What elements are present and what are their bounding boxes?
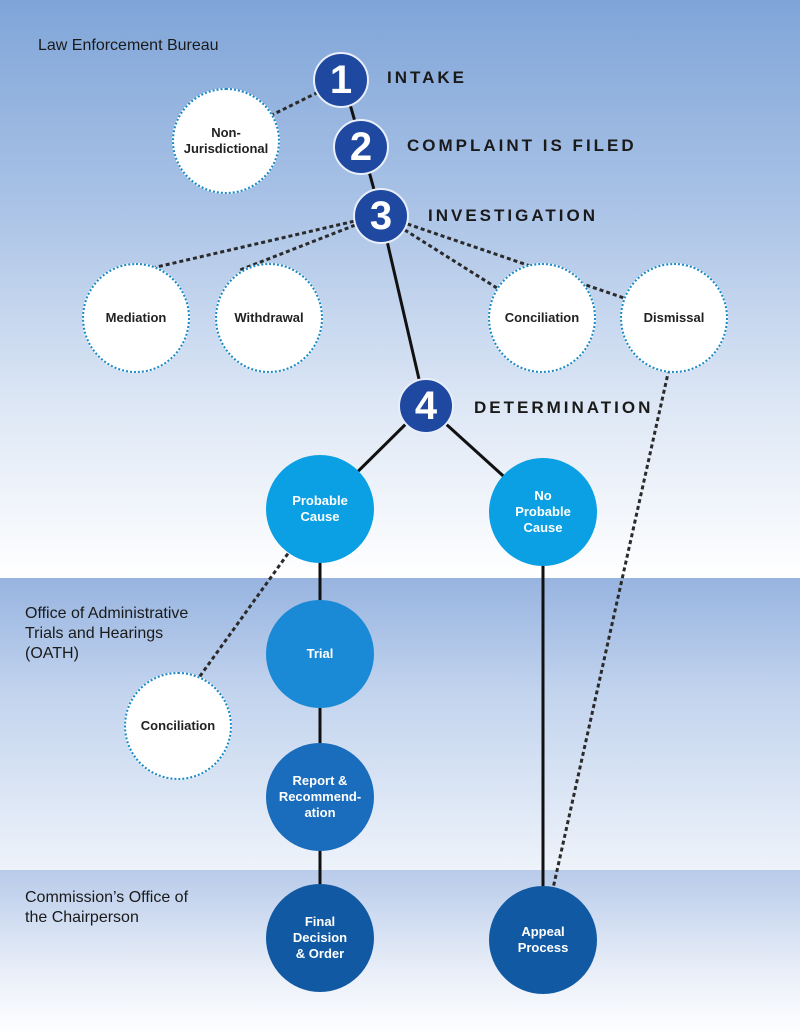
step-3-circle: 3 [353, 188, 409, 244]
section-label-law-enforcement: Law Enforcement Bureau [38, 37, 219, 54]
appeal-process-node: Appeal Process [489, 886, 597, 994]
section-label-oath: Office of Administrative Trials and Hear… [25, 605, 189, 662]
trial-node: Trial [266, 600, 374, 708]
dismissal-node: Dismissal [620, 263, 728, 373]
step-1-circle: 1 [313, 52, 369, 108]
step-3-label: INVESTIGATION [428, 206, 598, 225]
step-4-label: DETERMINATION [474, 398, 654, 417]
probable-cause-node: Probable Cause [266, 455, 374, 563]
final-decision-node: Final Decision & Order [266, 884, 374, 992]
step-1-label: INTAKE [387, 68, 468, 87]
step-2-circle: 2 [333, 119, 389, 175]
step-4-circle: 4 [398, 378, 454, 434]
conciliation-oath-node: Conciliation [124, 672, 232, 780]
line-3-4 [379, 214, 427, 406]
dotted-dismissal-appeal [550, 341, 677, 894]
chairperson-band [0, 870, 800, 1035]
mediation-node: Mediation [82, 263, 190, 373]
dotted-3-withdrawal [239, 213, 382, 272]
report-recommendation-node: Report & Recommend- ation [266, 743, 374, 851]
dotted-3-dismissal [380, 213, 666, 314]
dotted-3-mediation [134, 213, 382, 274]
conciliation-investigation-node: Conciliation [488, 263, 596, 373]
dotted-3-conciliation [380, 213, 536, 314]
withdrawal-node: Withdrawal [215, 263, 323, 373]
step-2-label: COMPLAINT IS FILED [407, 136, 637, 155]
no-probable-cause-node: No Probable Cause [489, 458, 597, 566]
non-jurisdictional-node: Non- Jurisdictional [172, 88, 280, 194]
section-label-chairperson: Commission’s Office of the Chairperson [25, 889, 189, 926]
